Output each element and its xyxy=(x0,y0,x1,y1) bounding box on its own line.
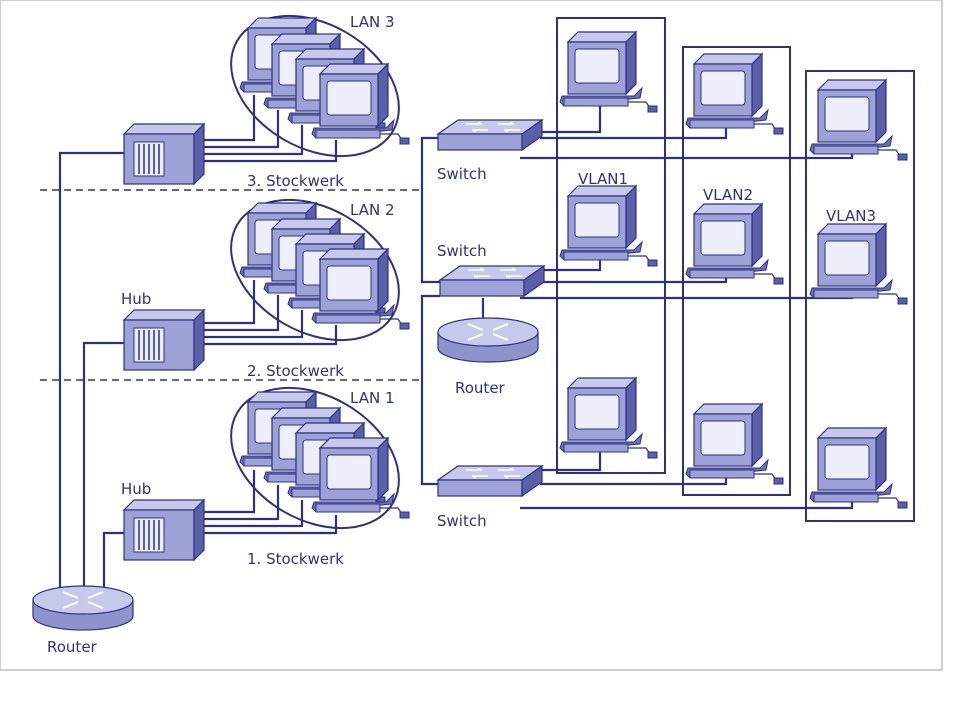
lan1-label: LAN 1 xyxy=(350,389,395,407)
vlan2-box xyxy=(682,46,791,496)
hub-label-floor2: Hub xyxy=(121,290,151,308)
lan3-label: LAN 3 xyxy=(350,13,395,31)
switch-icon xyxy=(439,265,545,297)
switch-label-top: Switch xyxy=(437,165,487,183)
lan3-ellipse xyxy=(230,14,400,158)
switch-icon xyxy=(437,119,543,151)
vlan3-label: VLAN3 xyxy=(826,207,876,225)
lan2-label: LAN 2 xyxy=(350,201,395,219)
switch-label-bottom: Switch xyxy=(437,512,487,530)
floor2-label: 2. Stockwerk xyxy=(247,362,344,380)
vlan1-box xyxy=(556,17,666,474)
lan1-ellipse xyxy=(230,386,400,530)
router-icon xyxy=(437,317,539,363)
hub-icon xyxy=(123,309,205,371)
lan2-ellipse xyxy=(230,198,400,342)
hub-icon xyxy=(123,123,205,185)
hub-icon xyxy=(123,499,205,561)
vlan3-box xyxy=(805,70,915,522)
floor1-label: 1. Stockwerk xyxy=(247,550,344,568)
switch-label-middle: Switch xyxy=(437,242,487,260)
vlan2-label: VLAN2 xyxy=(703,186,753,204)
switch-trunk xyxy=(420,136,485,486)
floor3-label: 3. Stockwerk xyxy=(247,172,344,190)
router-label-main: Router xyxy=(47,638,98,656)
router-label-center: Router xyxy=(455,379,506,397)
switch-icon xyxy=(437,465,543,497)
vlan1-label: VLAN1 xyxy=(578,170,628,188)
router-icon xyxy=(32,585,134,631)
left-wiring xyxy=(58,95,338,598)
hub-label-floor1: Hub xyxy=(121,480,151,498)
